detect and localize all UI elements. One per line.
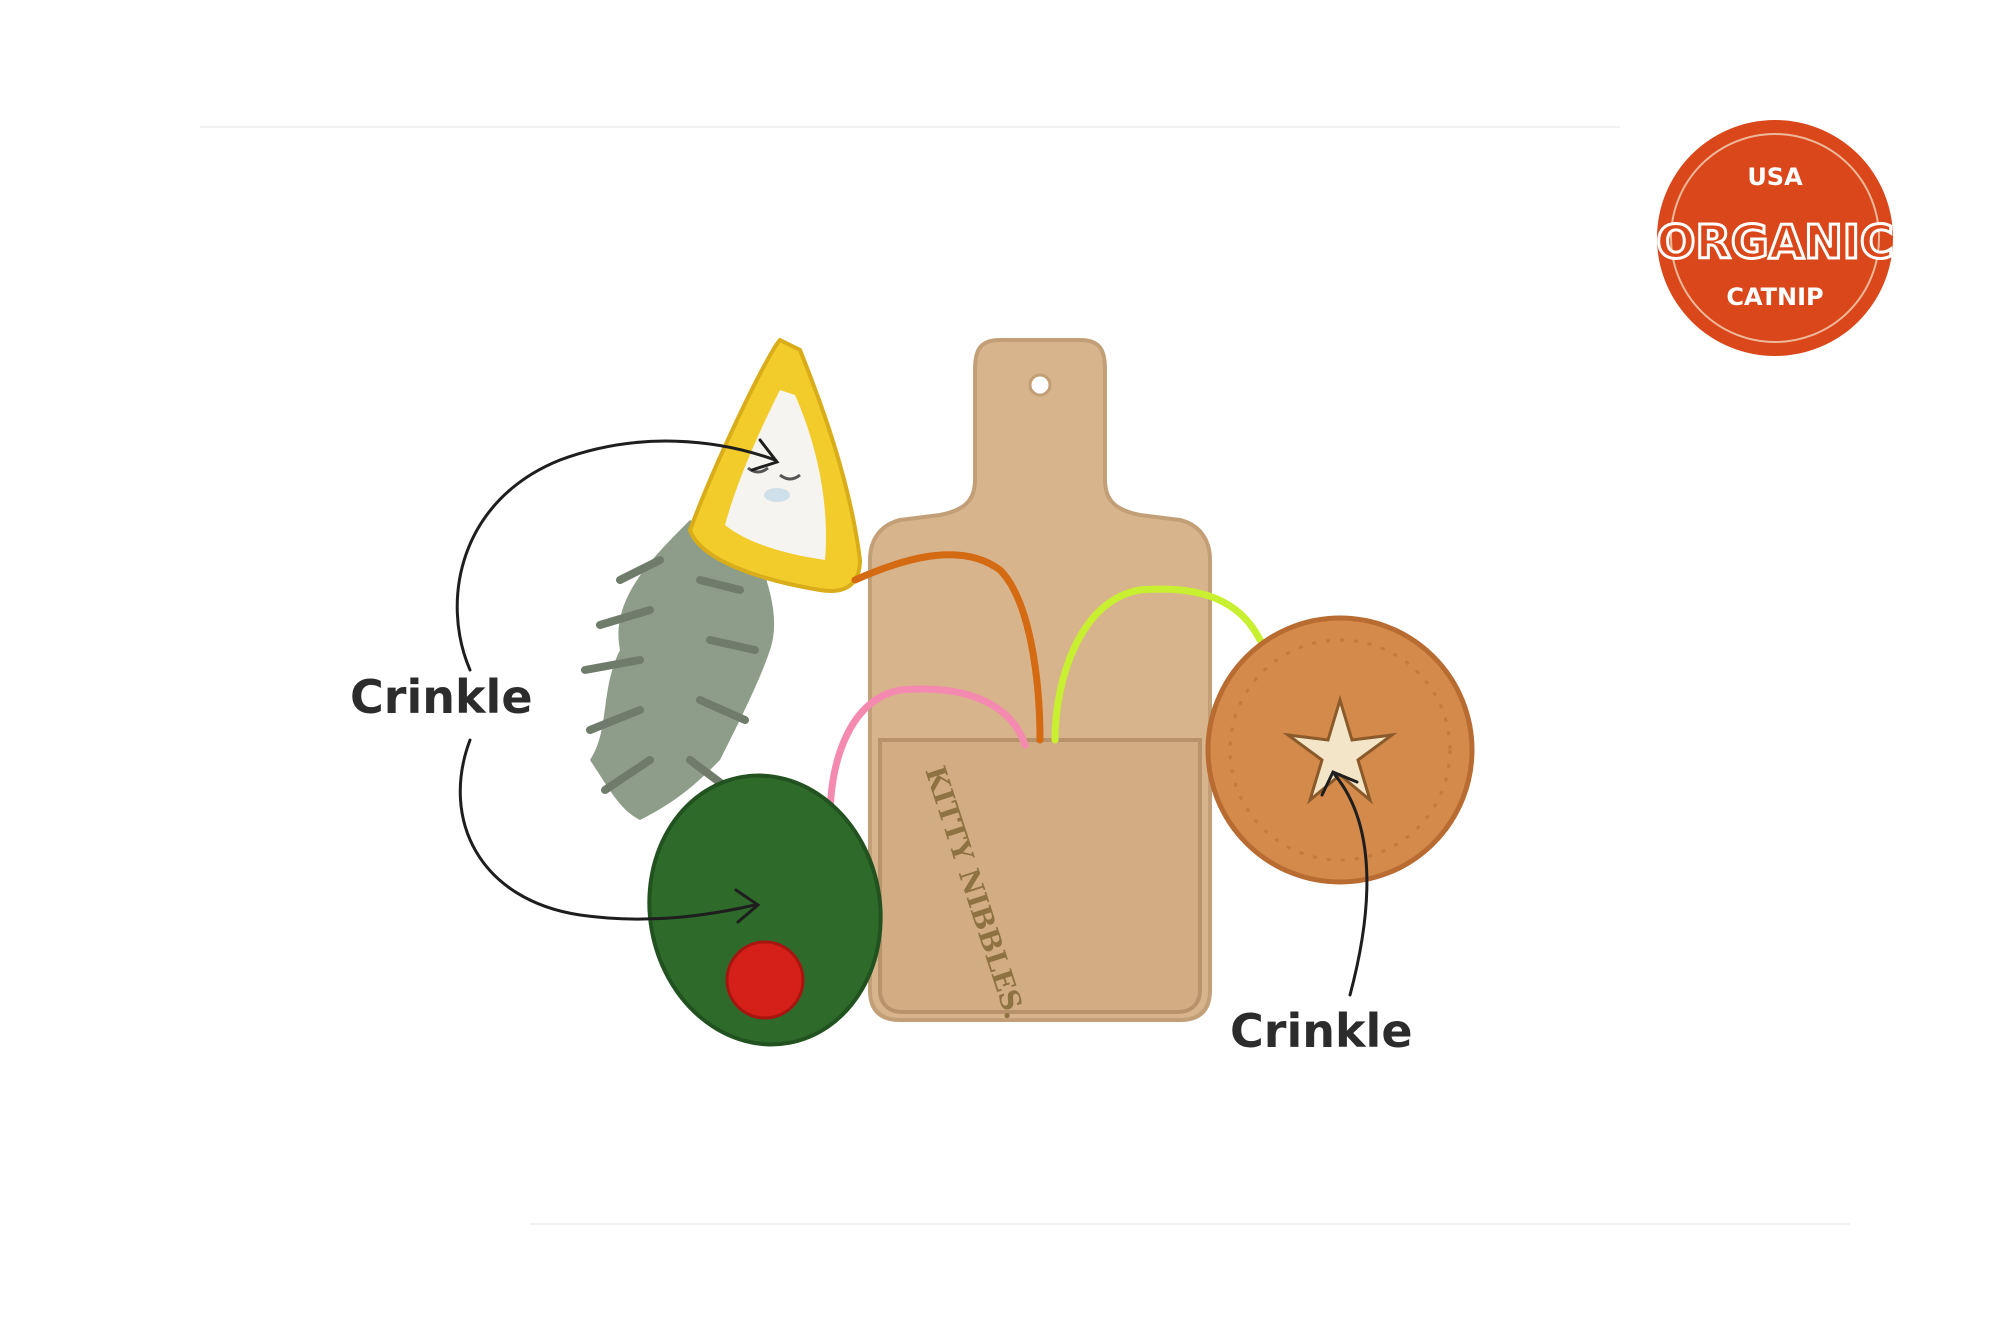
badge-main-text: ORGANIC: [1656, 215, 1893, 269]
cheese-toy: [687, 337, 863, 593]
badge-bottom-text: CATNIP: [1726, 283, 1823, 311]
feather-tail: [581, 520, 775, 820]
organic-catnip-badge: USA ORGANIC CATNIP: [1655, 120, 1895, 356]
cord-pink: [826, 685, 1029, 824]
cord-orange: [851, 551, 1044, 744]
crinkle-label-left: Crinkle: [350, 670, 533, 724]
badge-top-text: USA: [1747, 163, 1803, 191]
left-callout-arrow: [455, 438, 780, 924]
cheese-eyes: [747, 466, 801, 481]
board-pocket: [878, 738, 1202, 1014]
olive-pimento: [725, 940, 805, 1020]
cord-green: [1051, 585, 1264, 744]
crinkle-label-right: Crinkle: [1230, 1004, 1413, 1058]
olive-toy: [647, 773, 883, 1047]
cheese-mouth: [764, 488, 790, 502]
right-callout-arrow: [1320, 770, 1369, 997]
cracker-toy: [1205, 615, 1475, 885]
board-hang-hole: [1028, 373, 1052, 397]
